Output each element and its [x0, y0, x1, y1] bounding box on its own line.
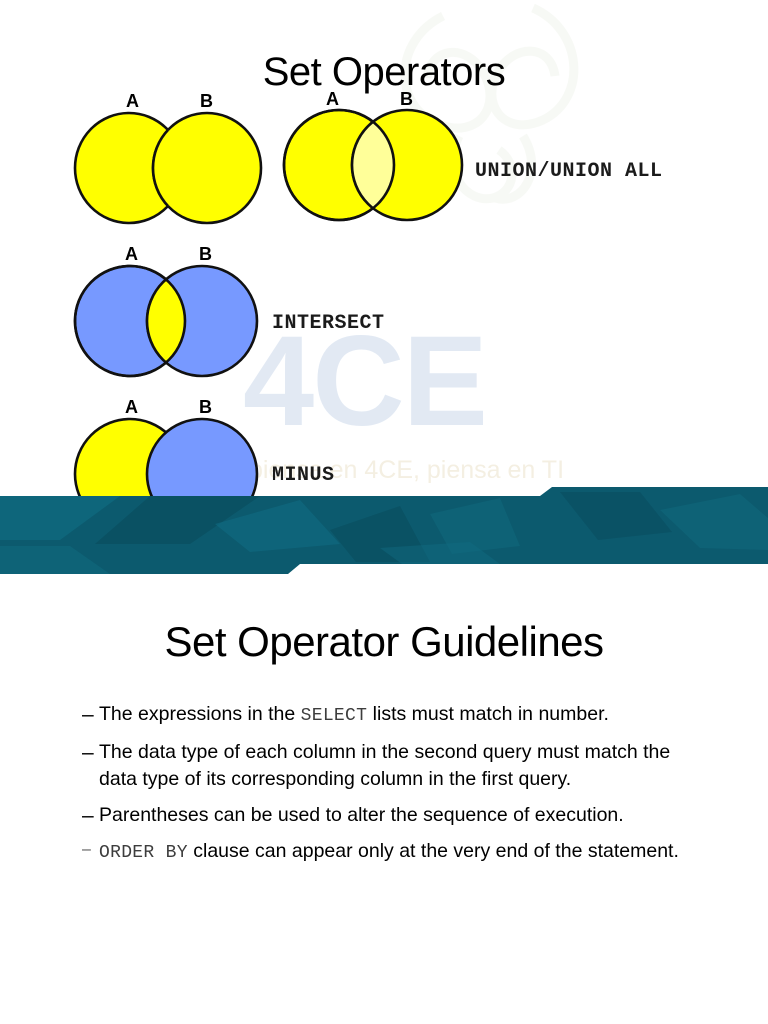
list-item: –The data type of each column in the sec…	[82, 739, 702, 793]
operator-label-minus: MINUS	[272, 464, 335, 487]
venn-minus	[72, 416, 262, 532]
venn-intersect	[72, 263, 262, 379]
overlap-region	[145, 266, 185, 376]
set-label-a: A	[125, 244, 138, 264]
text-run: The expressions in the	[99, 703, 301, 725]
list-item-text: Parentheses can be used to alter the seq…	[99, 802, 624, 829]
bullet-dash-icon: –	[82, 703, 94, 726]
operator-label-intersect: INTERSECT	[272, 312, 385, 335]
text-run: lists must match in number.	[367, 703, 609, 725]
list-item-text: ORDER BY clause can appear only at the v…	[99, 838, 679, 867]
list-item-text: The expressions in the SELECT lists must…	[99, 701, 609, 730]
operator-label-union: UNION/UNION ALL	[475, 160, 663, 183]
sql-keyword: ORDER BY	[99, 843, 188, 863]
list-item: –Parentheses can be used to alter the se…	[82, 802, 702, 829]
bullet-dash-icon: –	[82, 804, 94, 827]
set-label-b: B	[199, 397, 212, 417]
slide-set-operator-guidelines: Set Operator Guidelines –The expressions…	[0, 596, 768, 1024]
venn-union-disjoint	[72, 110, 264, 226]
slide-set-operators: 4CE piensa en 4CE, piensa en TI Set Oper…	[0, 3, 768, 574]
circle-b	[145, 417, 259, 531]
text-run: The data type of each column in the seco…	[99, 741, 671, 790]
page-title: Set Operators	[262, 50, 506, 94]
set-label-b: B	[199, 244, 212, 264]
list-item-text: The data type of each column in the seco…	[99, 739, 702, 793]
sql-keyword: SELECT	[300, 706, 368, 726]
page-title-guidelines: Set Operator Guidelines	[164, 618, 604, 665]
list-item: –ORDER BY clause can appear only at the …	[82, 838, 702, 867]
logo-watermark-4ce: 4CE	[243, 310, 488, 453]
overlap-region	[350, 110, 394, 220]
text-run: Parentheses can be used to alter the seq…	[99, 804, 624, 826]
venn-union-overlap	[281, 107, 467, 223]
list-item: –The expressions in the SELECT lists mus…	[82, 701, 702, 730]
set-label-b: B	[400, 89, 413, 109]
text-run: clause can appear only at the very end o…	[187, 840, 679, 862]
bullet-dash-icon: –	[82, 841, 91, 858]
set-label-a: A	[125, 397, 138, 417]
set-label-b: B	[200, 91, 213, 111]
set-label-a: A	[326, 89, 339, 109]
set-label-a: A	[126, 91, 139, 111]
bullet-dash-icon: –	[82, 741, 94, 764]
guidelines-list: –The expressions in the SELECT lists mus…	[82, 701, 702, 876]
